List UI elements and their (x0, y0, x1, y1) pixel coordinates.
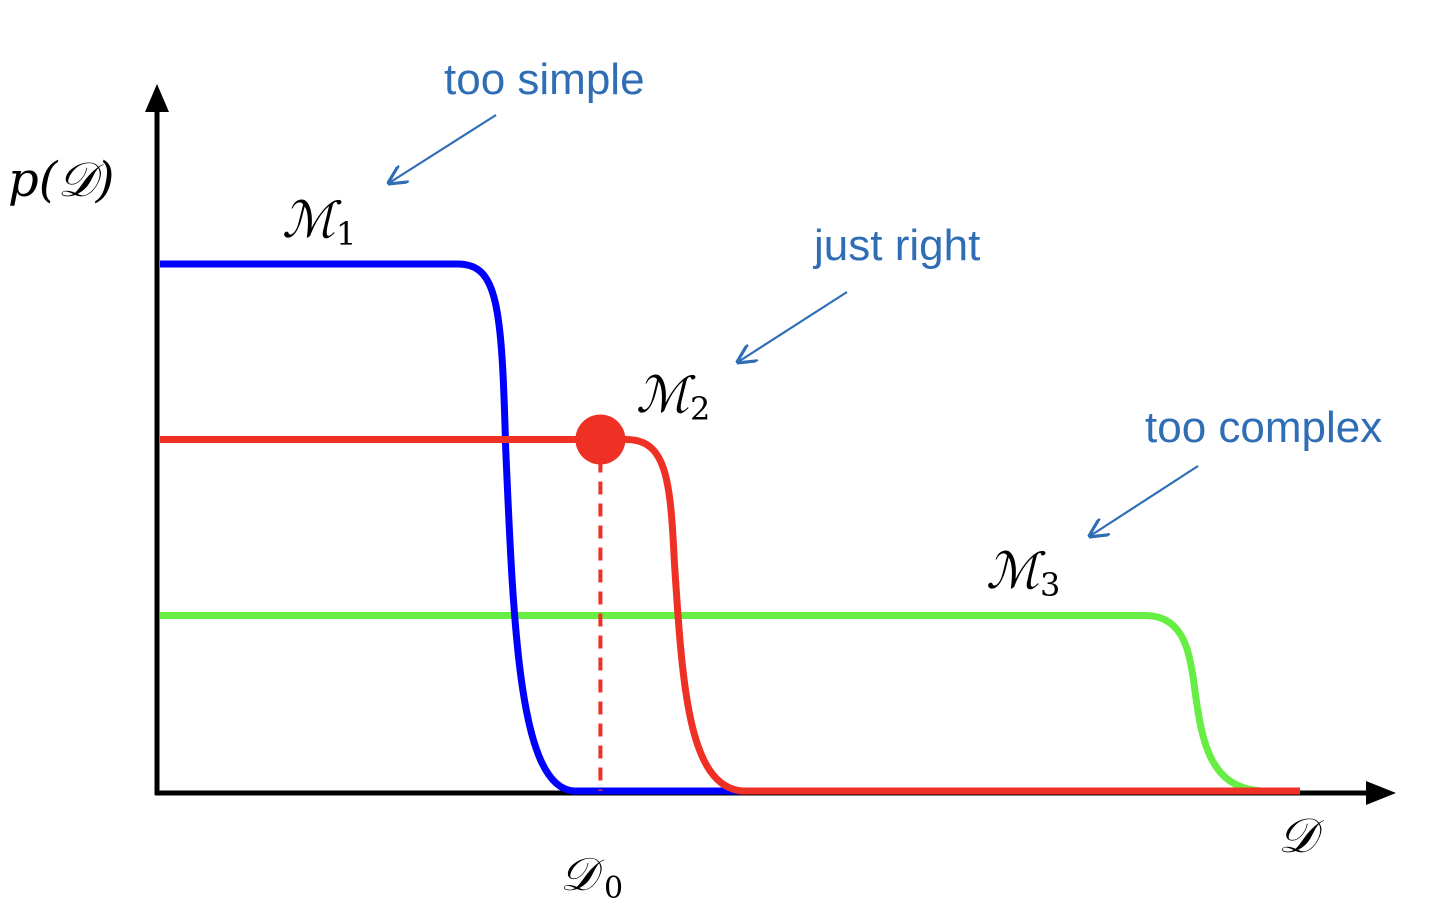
svg-text:ℳ: ℳ (282, 191, 342, 249)
svg-text:ℳ: ℳ (986, 542, 1046, 600)
curve-m3 (160, 612, 1300, 795)
x-axis-label: 𝒟 (1278, 808, 1325, 864)
svg-text:ℳ: ℳ (636, 366, 696, 424)
model-label-m1: ℳ 1 (282, 191, 356, 253)
x-marker-label: 𝒟 0 (560, 847, 623, 904)
d0-observed-point (575, 414, 626, 465)
model-label-m3: ℳ 3 (986, 542, 1060, 604)
svg-text:just right: just right (812, 221, 980, 270)
svg-text:3: 3 (1040, 566, 1060, 604)
annotation-arrow-icon (389, 114, 497, 183)
y-axis-label: p(𝒟) (8, 152, 114, 208)
model-label-m2: ℳ 2 (636, 366, 710, 428)
annotation-arrow-icon (1090, 465, 1199, 536)
curve-m2 (160, 435, 1300, 795)
svg-text:too simple: too simple (444, 55, 645, 104)
annotation-too-complex: too complex (1090, 403, 1382, 536)
x-axis-arrowhead (1366, 781, 1396, 805)
svg-text:𝒟: 𝒟 (560, 847, 605, 901)
svg-text:0: 0 (604, 871, 623, 904)
svg-text:1: 1 (336, 215, 356, 253)
annotation-too-simple: too simple (389, 55, 645, 183)
curves (160, 260, 1300, 795)
annotation-just-right: just right (738, 221, 980, 362)
svg-text:2: 2 (690, 390, 710, 428)
svg-text:too complex: too complex (1145, 403, 1382, 452)
y-axis-arrowhead (145, 84, 169, 112)
annotation-arrow-icon (738, 291, 848, 362)
curve-m1 (160, 260, 1300, 795)
